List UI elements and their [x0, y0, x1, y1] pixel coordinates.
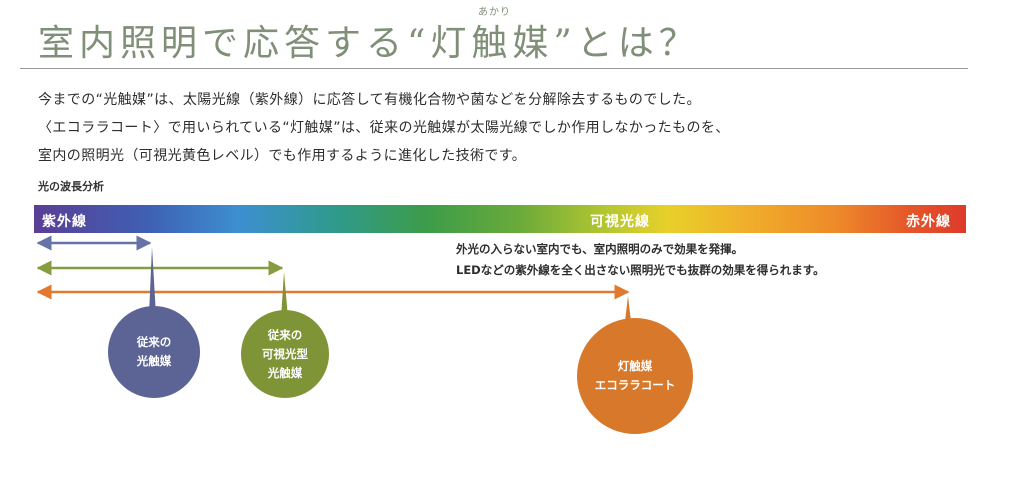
circle-1-line-1: 従来の — [136, 335, 172, 349]
conventional-photocatalyst-circle: 従来の 光触媒 — [108, 306, 200, 398]
intro-line-1: 今までの“光触媒”は、太陽光線（紫外線）に応答して有機化合物や菌などを分解除去す… — [38, 92, 701, 108]
circle-2-line-3: 光触媒 — [267, 365, 303, 380]
visible-photocatalyst-circle: 従来の 可視光型 光触媒 — [241, 310, 329, 398]
uv-label: 紫外線 — [42, 214, 87, 230]
note-line-2: LEDなどの紫外線を全く出さない照明光でも抜群の効果を得られます。 — [456, 263, 825, 277]
circle-1-line-2: 光触媒 — [136, 354, 172, 368]
visible-light-label: 可視光線 — [590, 214, 650, 230]
infrared-label: 赤外線 — [906, 214, 951, 230]
akari-catalyst-circle: 灯触媒 エコララコート — [577, 318, 693, 434]
note-line-1: 外光の入らない室内でも、室内照明のみで効果を発揮。 — [456, 242, 744, 256]
spectrum-caption: 光の波長分析 — [38, 180, 104, 193]
circle-2-line-2: 可視光型 — [262, 346, 308, 361]
title-ruby: あかり — [478, 7, 511, 18]
intro-line-3: 室内の照明光（可視光黄色レベル）でも作用するように進化した技術です。 — [38, 148, 527, 164]
title-divider — [20, 68, 968, 69]
page-title: 室内照明で応答する“灯触媒”とは？ — [38, 23, 700, 64]
circle-3-line-1: 灯触媒 — [617, 359, 653, 373]
visible-photocatalyst-pointer — [281, 272, 288, 318]
intro-line-2: 〈エコララコート〉で用いられている“灯触媒”は、従来の光触媒が太陽光線でしか作用… — [38, 120, 730, 136]
wavelength-spectrum-bar — [34, 205, 966, 233]
circle-3-line-2: エコララコート — [594, 378, 676, 392]
circle-2-line-1: 従来の — [267, 327, 303, 342]
photocatalyst-pointer — [149, 247, 156, 315]
